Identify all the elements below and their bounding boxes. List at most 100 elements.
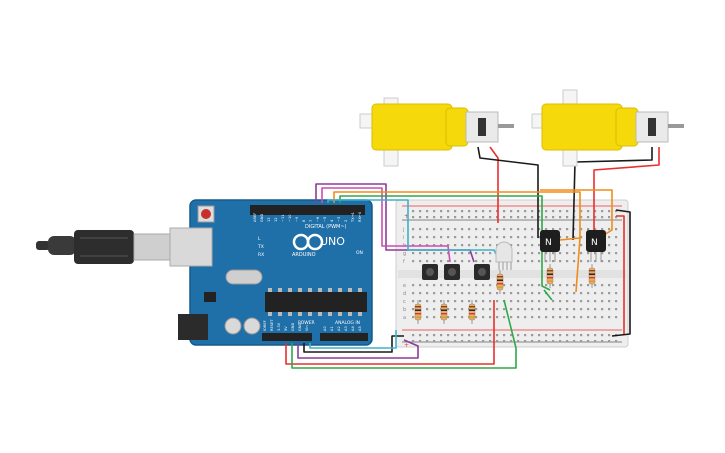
bb-hole	[566, 244, 569, 247]
bb-hole	[538, 216, 541, 219]
bb-hole	[587, 308, 590, 311]
bb-hole	[524, 284, 527, 287]
bb-hole	[608, 308, 611, 311]
wire-green-top	[339, 195, 551, 291]
bb-hole	[608, 284, 611, 287]
bb-hole	[559, 228, 562, 231]
bb-hole	[601, 300, 604, 303]
bb-hole	[440, 260, 443, 263]
usb-jack	[169, 227, 213, 267]
bb-hole	[475, 244, 478, 247]
bb-hole	[559, 284, 562, 287]
row-letter: b	[403, 307, 406, 313]
bb-hole	[559, 292, 562, 295]
bb-hole	[601, 292, 604, 295]
bb-hole	[468, 228, 471, 231]
analog-pin-label: A0	[323, 326, 327, 331]
bb-hole	[580, 284, 583, 287]
bb-hole	[559, 316, 562, 319]
bb-hole	[440, 244, 443, 247]
bb-hole	[524, 300, 527, 303]
bb-hole	[475, 316, 478, 319]
bb-hole	[426, 300, 429, 303]
bb-hole	[559, 308, 562, 311]
bb-hole	[615, 260, 618, 263]
model-label: UNO	[320, 235, 345, 248]
bb-hole	[447, 228, 450, 231]
svg-text:N: N	[591, 238, 598, 248]
bb-hole	[454, 260, 457, 263]
bb-hole	[426, 216, 429, 219]
bb-hole	[503, 284, 506, 287]
bb-hole	[426, 334, 429, 337]
bb-hole	[440, 334, 443, 337]
bb-hole	[601, 260, 604, 263]
row-letter: i	[403, 235, 404, 241]
bb-hole	[454, 244, 457, 247]
bb-hole	[468, 260, 471, 263]
bb-hole	[461, 228, 464, 231]
npn-transistor-right: N	[586, 230, 606, 262]
bb-hole	[538, 236, 541, 239]
bb-hole	[601, 284, 604, 287]
row-letter: d	[403, 291, 406, 297]
bb-hole	[608, 252, 611, 255]
bb-hole	[489, 210, 492, 213]
bb-hole	[482, 260, 485, 263]
bb-hole	[496, 300, 499, 303]
bb-hole	[433, 308, 436, 311]
bb-hole	[475, 236, 478, 239]
tx-label: TX	[257, 244, 264, 250]
bb-hole	[608, 292, 611, 295]
bb-hole	[412, 228, 415, 231]
bb-hole	[440, 284, 443, 287]
bb-hole	[447, 260, 450, 263]
bb-hole	[489, 260, 492, 263]
bb-hole	[566, 316, 569, 319]
bb-hole	[412, 316, 415, 319]
rail-plus-label: +	[404, 213, 409, 220]
bb-hole	[489, 252, 492, 255]
bb-hole	[510, 236, 513, 239]
bb-hole	[447, 236, 450, 239]
atmega-chip	[265, 292, 367, 312]
wire-purple-bottom	[297, 339, 419, 359]
bb-hole	[608, 260, 611, 263]
bb-hole	[559, 340, 562, 343]
top-pin-label: ~3	[337, 217, 341, 222]
bb-hole	[545, 260, 548, 263]
wire-orange-side	[575, 237, 581, 293]
bb-hole	[482, 228, 485, 231]
bb-hole	[517, 236, 520, 239]
bb-hole	[433, 316, 436, 319]
bb-hole	[531, 292, 534, 295]
bb-hole	[489, 292, 492, 295]
bb-hole	[468, 334, 471, 337]
bb-hole	[552, 216, 555, 219]
row-letter: a	[403, 315, 406, 321]
bb-hole	[524, 244, 527, 247]
power-header-strip	[262, 333, 312, 341]
bb-hole	[440, 210, 443, 213]
row-letter: e	[403, 283, 406, 289]
bb-hole	[552, 300, 555, 303]
brand-label: ARDUINO	[292, 252, 316, 258]
bb-hole	[475, 292, 478, 295]
bb-hole	[510, 300, 513, 303]
bb-hole	[552, 334, 555, 337]
bb-hole	[615, 216, 618, 219]
bb-hole	[594, 308, 597, 311]
bb-hole	[468, 244, 471, 247]
bb-hole	[615, 252, 618, 255]
bb-hole	[461, 236, 464, 239]
bb-hole	[608, 216, 611, 219]
bb-hole	[454, 252, 457, 255]
bb-hole	[496, 334, 499, 337]
bb-hole	[475, 300, 478, 303]
bb-hole	[517, 284, 520, 287]
bb-hole	[524, 216, 527, 219]
bb-hole	[482, 308, 485, 311]
bb-hole	[587, 284, 590, 287]
bb-hole	[475, 334, 478, 337]
bb-hole	[608, 300, 611, 303]
